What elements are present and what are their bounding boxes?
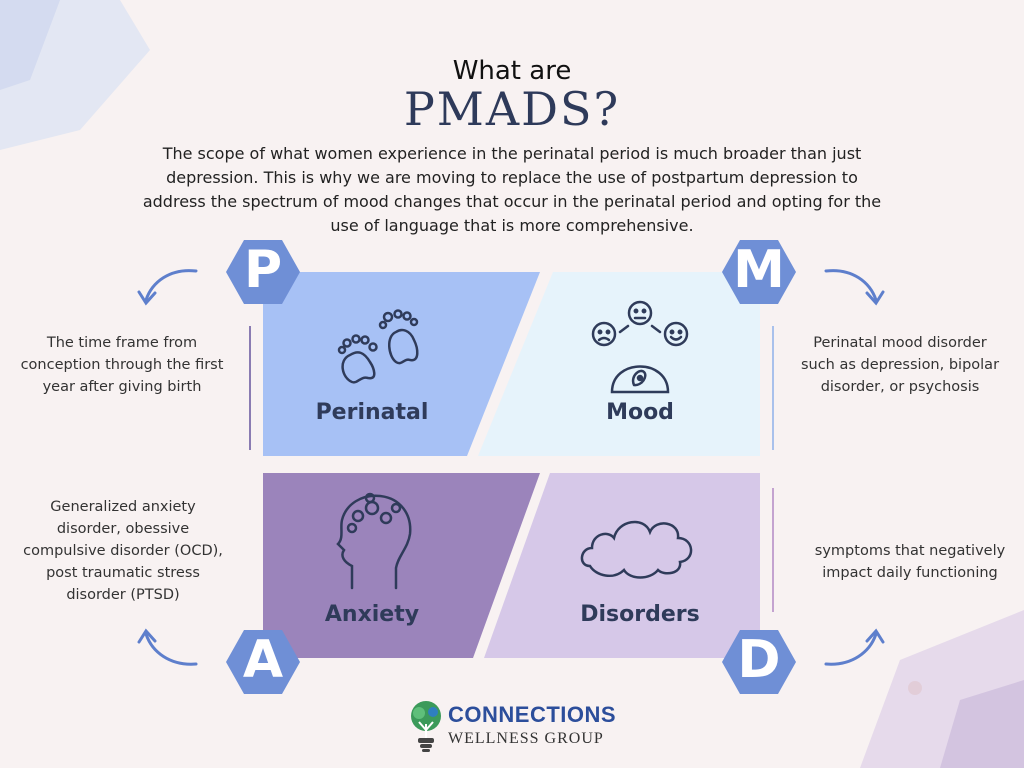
anxiety-label: Anxiety [324, 602, 420, 627]
disorders-label: Disorders [580, 602, 700, 627]
feet-icon [337, 309, 419, 384]
perinatal-tile [263, 272, 540, 456]
hexagon-d [722, 630, 796, 694]
tree-logo-icon [411, 701, 441, 752]
perinatal-description: The time frame from conception through t… [20, 335, 224, 395]
hexagon-p [226, 240, 300, 304]
anxiety-description: Generalized anxiety disorder, obessive c… [23, 499, 223, 603]
letter-m: M [733, 240, 785, 300]
arrow-m-icon [824, 269, 885, 306]
letter-p: P [243, 240, 283, 300]
page-title: PMADS? [403, 82, 621, 136]
mood-tile [478, 272, 760, 456]
arrow-d-icon [824, 628, 885, 666]
mood-label: Mood [606, 400, 674, 425]
disorders-description: symptoms that negatively impact daily fu… [814, 543, 1006, 581]
logo-name: CONNECTIONS [448, 702, 617, 727]
letter-a: A [242, 630, 284, 690]
perinatal-label: Perinatal [315, 400, 429, 425]
mood-meter-icon [591, 300, 689, 394]
anxious-head-icon [336, 492, 412, 590]
anxiety-tile [263, 473, 540, 658]
arrow-a-icon [137, 628, 198, 666]
intro-paragraph: The scope of what women experience in th… [142, 144, 882, 235]
arrow-p-icon [137, 269, 198, 306]
cloud-icon [580, 520, 693, 579]
mood-description: Perinatal mood disorder such as depressi… [800, 335, 1000, 395]
title-line-1: What are [452, 56, 572, 86]
letter-d: D [737, 630, 781, 690]
hexagon-m [722, 240, 796, 304]
logo-subtitle: WELLNESS GROUP [448, 730, 604, 747]
hexagon-a [226, 630, 300, 694]
disorders-tile [484, 473, 760, 658]
